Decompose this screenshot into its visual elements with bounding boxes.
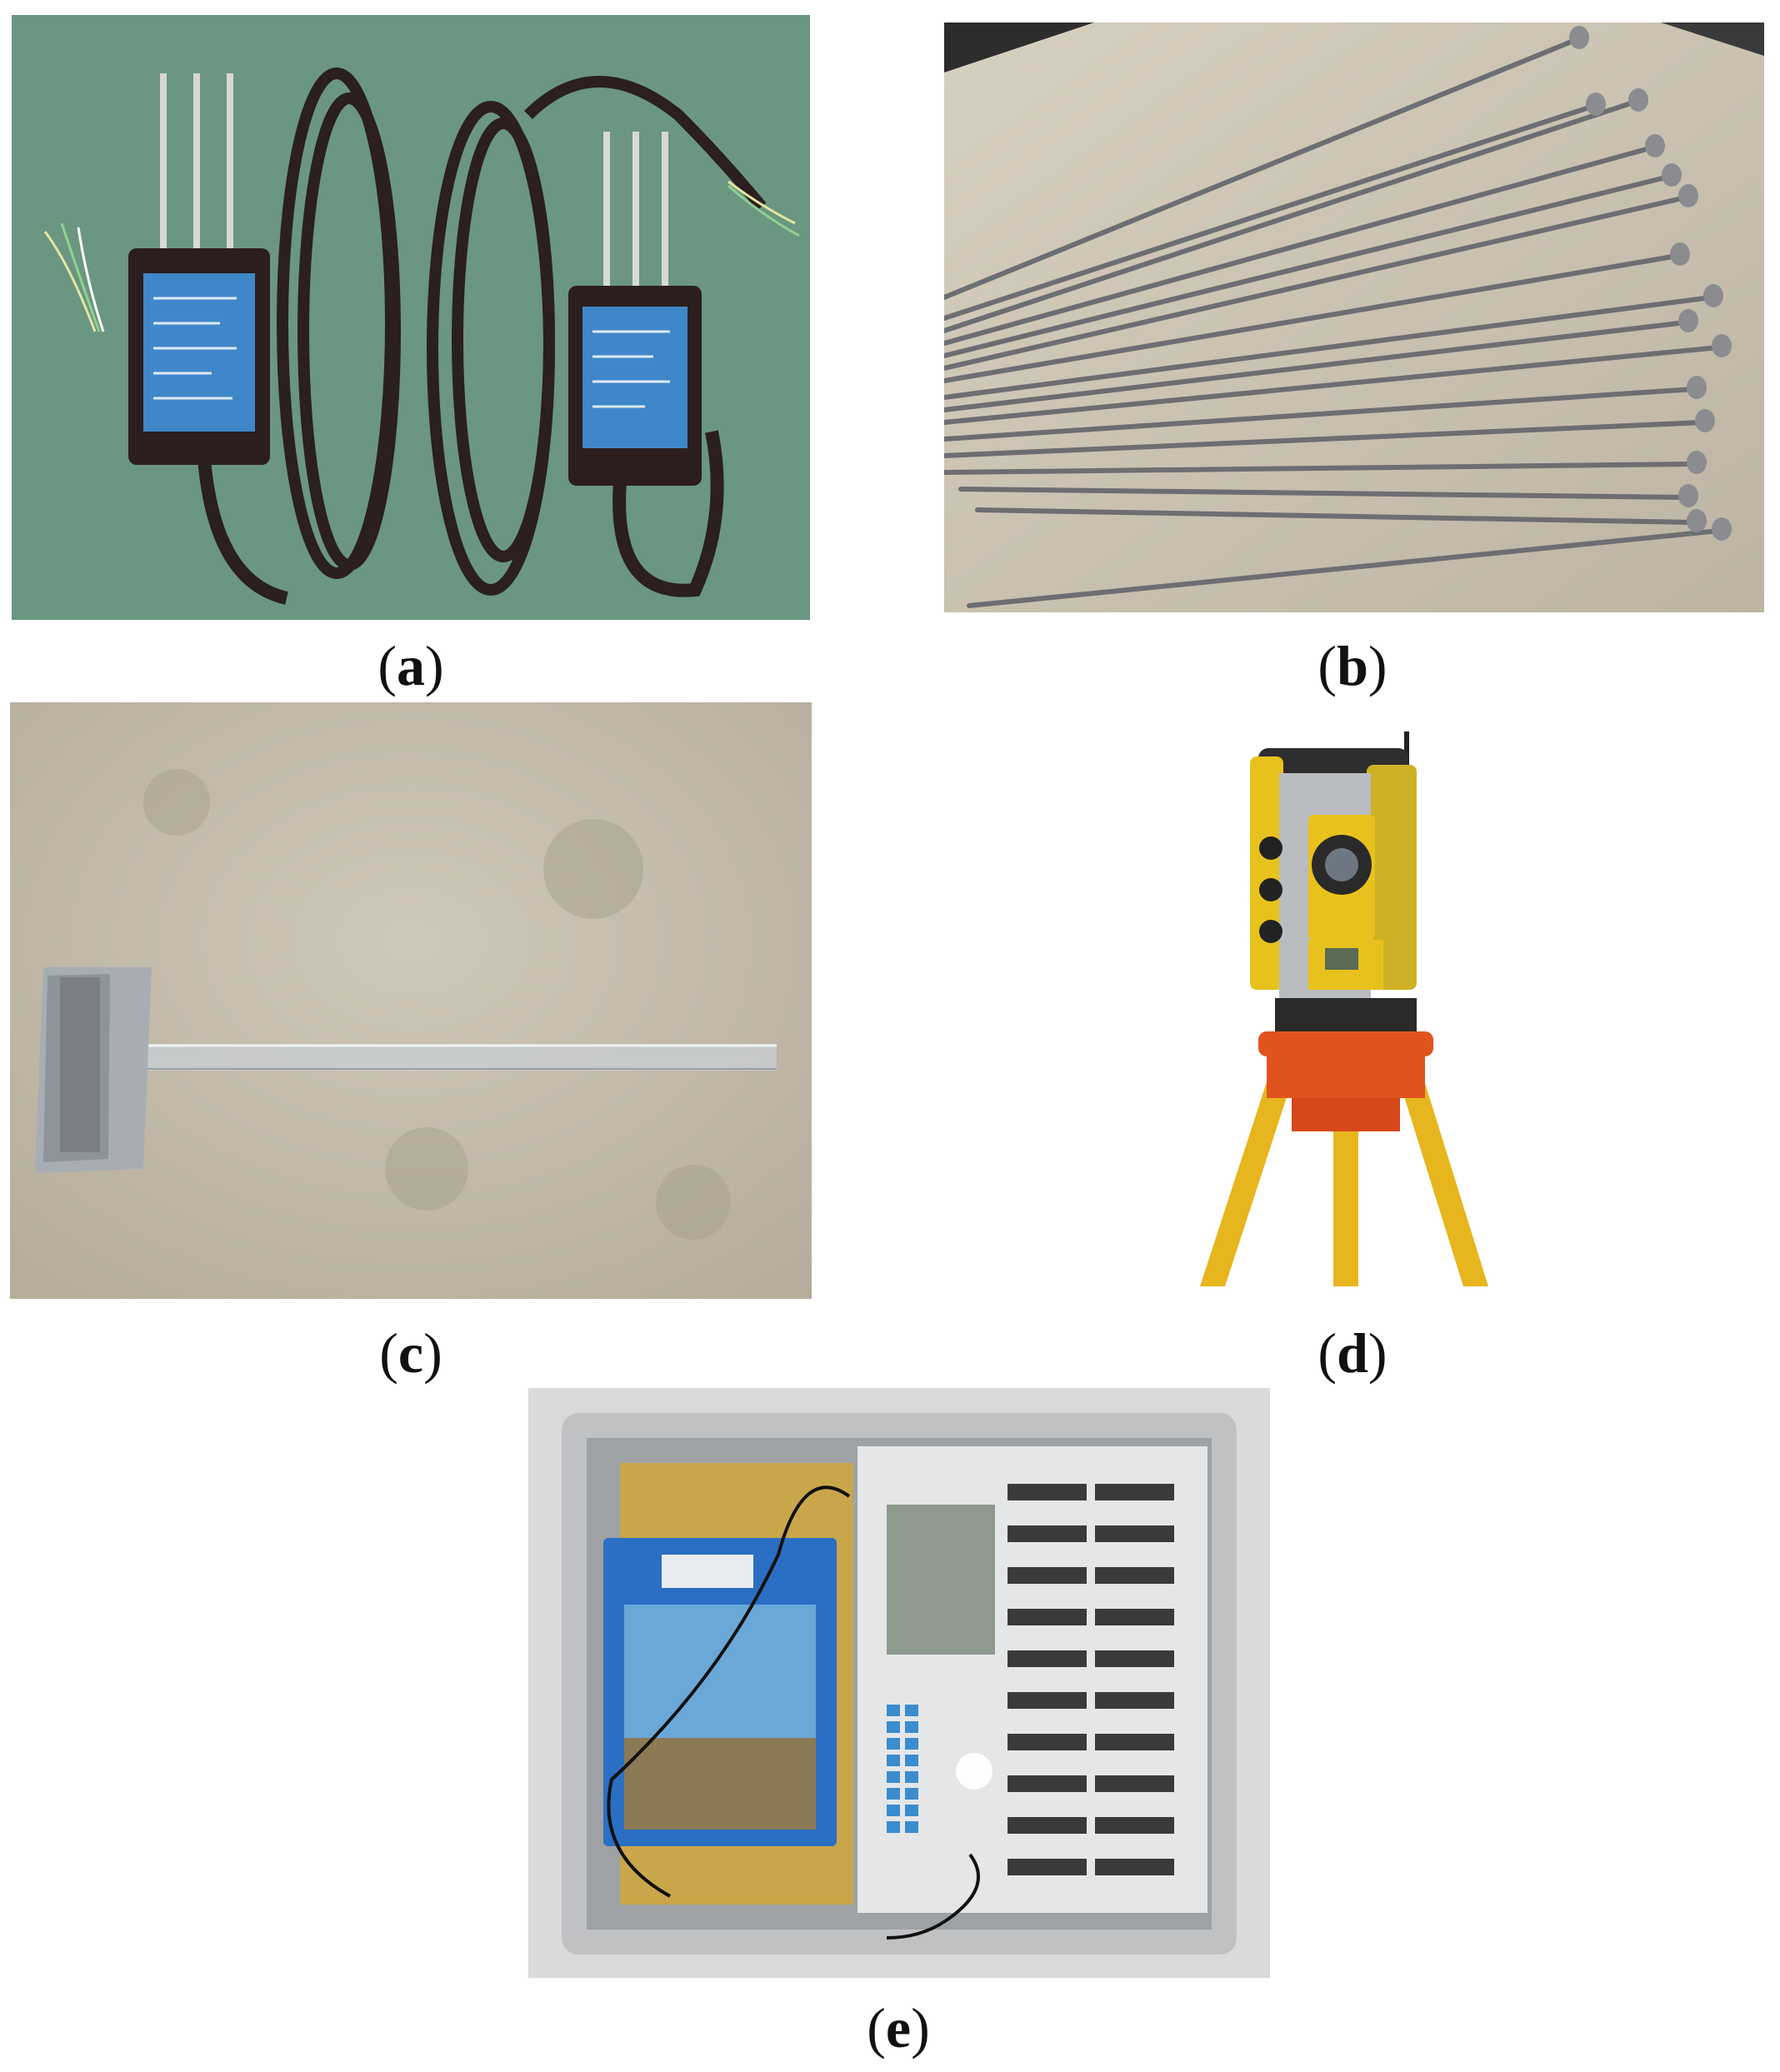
- panel-d-photo: [1200, 723, 1488, 1286]
- soil-moisture-sensors-icon: [12, 15, 810, 620]
- total-station-icon: [1200, 731, 1488, 1286]
- panel-b-label-letter: b: [1337, 634, 1368, 697]
- panel-e-label-letter: e: [885, 1996, 912, 2060]
- panel-e-photo: [528, 1388, 1270, 1978]
- settlement-plate-icon: [10, 702, 812, 1299]
- panel-d-label-letter: d: [1337, 1321, 1368, 1385]
- panel-e-label: (e): [867, 1996, 930, 2060]
- panel-a-photo: [12, 15, 810, 620]
- panel-c-label-letter: c: [398, 1321, 424, 1385]
- panel-c-label: (c): [379, 1321, 442, 1385]
- panel-c-photo: [10, 702, 812, 1299]
- steel-rods-icon: [944, 22, 1764, 612]
- panel-b-label: (b): [1318, 634, 1388, 697]
- panel-a-label: (a): [378, 634, 444, 697]
- data-logger-box-icon: [528, 1388, 1270, 1978]
- panel-d-label: (d): [1318, 1321, 1388, 1385]
- panel-a-label-letter: a: [397, 634, 425, 697]
- panel-b-photo: [944, 22, 1764, 612]
